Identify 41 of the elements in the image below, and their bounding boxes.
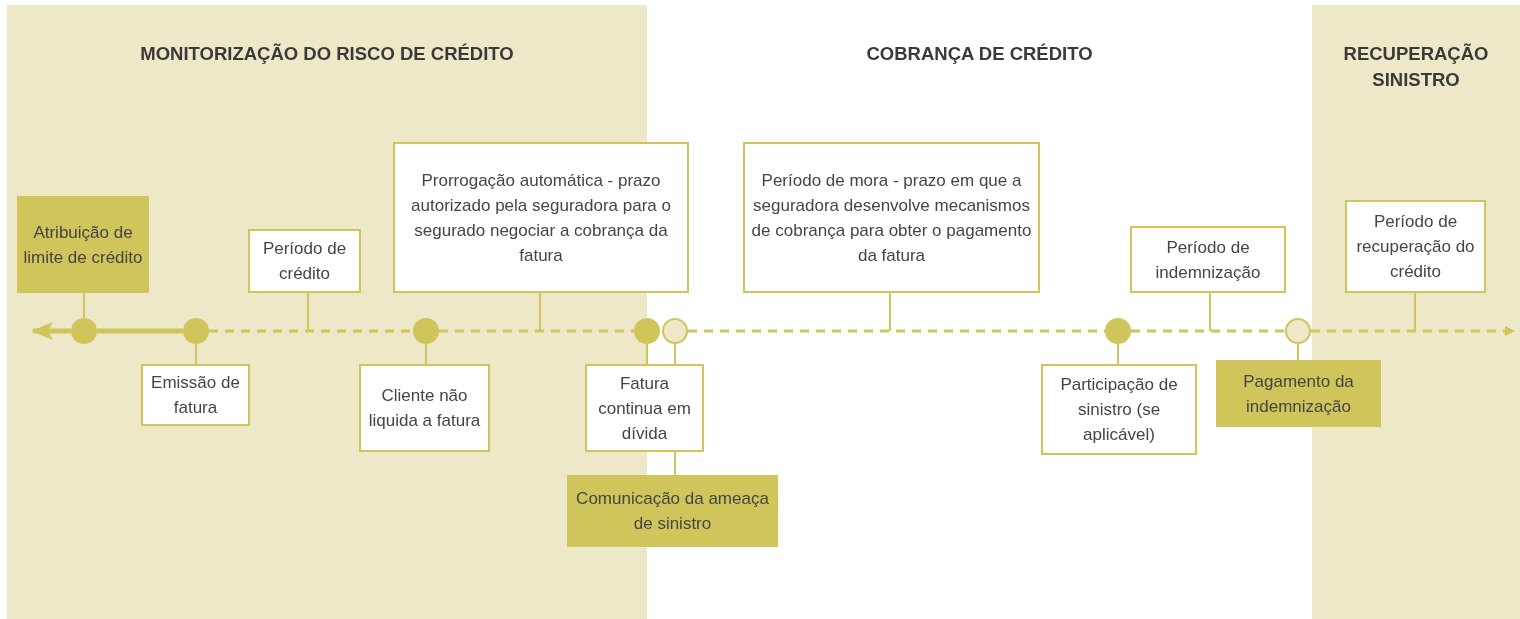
leader-line [539,292,541,332]
phase-heading: MONITORIZAÇÃO DO RISCO DE CRÉDITO [140,42,514,66]
leader-line [83,292,85,319]
period-card: Período de mora - prazo em que a seguradora desenvolve mecanismos de cobrança para obter o pagamento da fatura [743,142,1040,293]
event-card: Fatura continua em dívida [585,364,704,452]
leader-line [646,343,648,365]
timeline-segment [209,329,413,333]
leader-line [1297,343,1299,361]
hollow-timeline-dot [1285,318,1311,344]
leader-line [1117,343,1119,365]
timeline-dot [413,318,439,344]
timeline-segment [1311,326,1515,336]
timeline-segment [97,328,183,334]
leader-line [1209,292,1211,332]
event-card: Emissão de fatura [141,364,250,426]
event-card: Participação de sinistro (se aplicável) [1041,364,1197,455]
timeline-dot [71,318,97,344]
period-card: Período de indemnização [1130,226,1286,293]
timeline-dot [634,318,660,344]
leader-line [1414,292,1416,332]
leader-line [195,343,197,365]
hollow-timeline-dot [662,318,688,344]
timeline-segment [31,322,71,340]
leader-line [425,343,427,365]
leader-line [674,343,676,365]
milestone-card: Atribuição de limite de crédito [17,196,149,293]
leader-line [889,292,891,332]
phase-heading: COBRANÇA DE CRÉDITO [866,42,1093,66]
leader-line [674,451,676,476]
milestone-card: Comunicação da ameaça de sinistro [567,475,778,547]
phase-heading: RECUPERAÇÃO SINISTRO [1342,42,1490,92]
timeline-dot [1105,318,1131,344]
timeline-segment [439,329,634,333]
period-card: Período de crédito [248,229,361,293]
milestone-card: Pagamento da indemnização [1216,360,1381,427]
period-card: Prorrogação automática - prazo autorizado pela seguradora para o segurado negociar a cobrança da fatura [393,142,689,293]
leader-line [307,292,309,332]
period-card: Período de recuperação do crédito [1345,200,1486,293]
timeline-dot [183,318,209,344]
timeline-segment [1131,329,1285,333]
event-card: Cliente não liquida a fatura [359,364,490,452]
